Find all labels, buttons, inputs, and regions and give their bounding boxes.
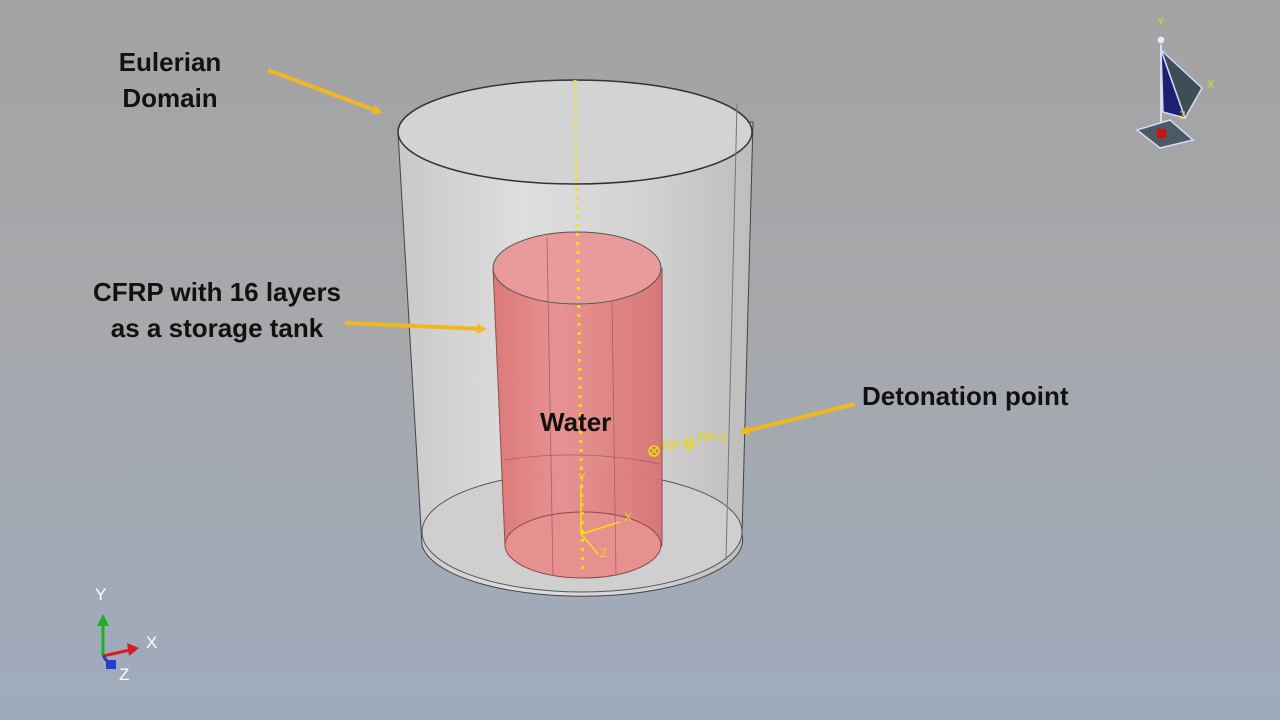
datum-line [573, 79, 585, 573]
view-cube-y-label: Y [1157, 16, 1165, 28]
rp-marker-right[interactable] [683, 438, 695, 450]
rp-marker-left[interactable] [648, 445, 660, 457]
view-cube-origin [1157, 129, 1166, 138]
local-z-axis [580, 533, 599, 555]
view-cube-pole [1156, 35, 1166, 45]
detonation-arrow [739, 402, 856, 436]
domain-top [397, 79, 753, 185]
triad-x-arrow [127, 643, 139, 656]
eulerian-arrow [267, 68, 383, 115]
tank-seam [546, 237, 554, 577]
eulerian-label-line1: Eulerian [118, 47, 222, 77]
triad-y-label: Y [95, 585, 107, 604]
triad-z-arrow [106, 660, 116, 669]
water-label: Water [540, 407, 612, 437]
local-z-label: Z [600, 546, 608, 560]
local-csys [580, 484, 621, 555]
tank-top [492, 231, 662, 305]
local-x-axis [580, 521, 621, 535]
eulerian-domain-label: Eulerian Domain [90, 44, 250, 116]
rp-label-right: RP-1 [698, 430, 728, 445]
tank-seam [504, 454, 661, 465]
rp-label-left: RP [662, 438, 681, 453]
triad-x-axis [102, 648, 131, 658]
cfrp-label-line1: CFRP with 16 layers [92, 277, 342, 307]
local-x-label: X [624, 510, 633, 524]
eulerian-label-line2: Domain [122, 83, 218, 113]
detonation-point-label: Detonation point [862, 381, 1069, 411]
domain-edge-line [725, 103, 738, 561]
cfrp-tank-label: CFRP with 16 layers as a storage tank [62, 274, 372, 346]
view-cube-z-label: Z [1179, 110, 1186, 122]
cfrp-tank[interactable] [492, 231, 663, 579]
view-cube-face-z [1160, 49, 1187, 120]
triad-z-label: Z [119, 665, 130, 684]
triad-x-label: X [146, 633, 158, 652]
tank-seam [611, 299, 617, 576]
triad-y-arrow [97, 614, 109, 626]
cfrp-label-line2: as a storage tank [110, 313, 324, 343]
global-triad [97, 614, 139, 669]
view-cube[interactable] [1135, 35, 1203, 149]
view-cube-x-label: X [1207, 79, 1215, 91]
local-y-label: Y [578, 470, 587, 484]
cfrp-arrow [344, 321, 487, 334]
